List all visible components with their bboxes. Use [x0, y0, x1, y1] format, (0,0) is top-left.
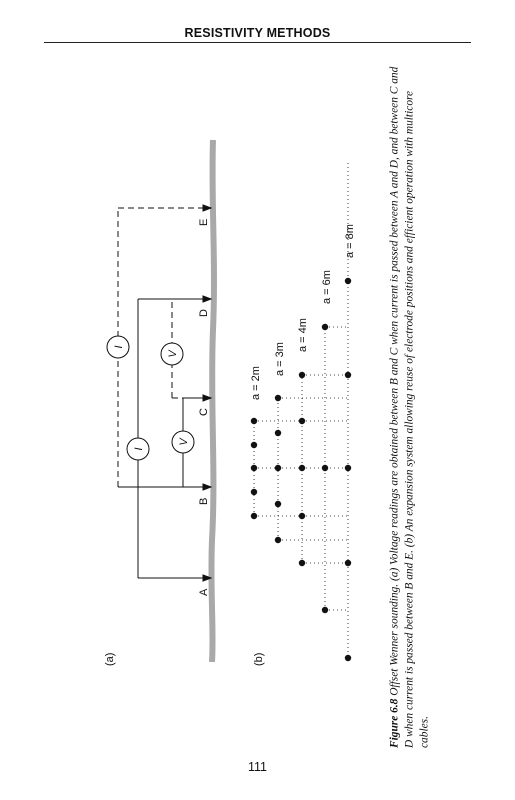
electrode-label-a: A: [198, 588, 210, 596]
spacing-labels: a = 2m a = 3m a = 4m a = 6m a = 8m: [250, 224, 356, 400]
voltage-meter-dashed: [160, 342, 184, 366]
spacing-label-6m: a = 6m: [321, 270, 333, 304]
current-meter-solid: [126, 437, 150, 461]
electrode-label-b: B: [198, 498, 210, 505]
meter-v-solid: V: [178, 437, 190, 446]
electrode-label-d: D: [198, 309, 210, 317]
electrode-label-e: E: [198, 219, 210, 226]
electrode-arrows: [118, 204, 213, 582]
electrode-label-c: C: [198, 408, 210, 416]
spacing-label-3m: a = 3m: [274, 342, 286, 376]
dotted-guides: [253, 326, 348, 611]
electrode-labels: A B C D E: [198, 219, 210, 596]
figure-number: Figure 6.8: [388, 698, 401, 748]
meter-labels: I V I V: [113, 345, 190, 450]
meter-i-solid: I: [133, 447, 145, 450]
spacing-label-4m: a = 4m: [297, 318, 309, 352]
electrode-dots: [250, 277, 352, 662]
dashed-circuit: [117, 208, 183, 487]
meter-v-dashed: V: [167, 349, 179, 358]
spacing-label-8m: a = 8m: [344, 224, 356, 258]
panel-b-label: (b): [253, 653, 265, 666]
voltage-meter-solid: [171, 430, 195, 454]
meters: [106, 335, 195, 461]
panel-a-label: (a): [104, 653, 116, 666]
ground-surface: [208, 139, 217, 663]
figure-caption: Figure 6.8 Offset Wenner sounding. (a) V…: [388, 58, 433, 748]
running-header: RESISTIVITY METHODS: [44, 24, 471, 43]
meter-i-dashed: I: [113, 345, 125, 348]
caption-text: Offset Wenner sounding. (a) Voltage read…: [388, 66, 431, 748]
spacing-label-2m: a = 2m: [250, 366, 262, 400]
expansion-array: [250, 160, 352, 662]
current-meter-dashed: [106, 335, 130, 359]
page-number: 111: [247, 760, 267, 774]
